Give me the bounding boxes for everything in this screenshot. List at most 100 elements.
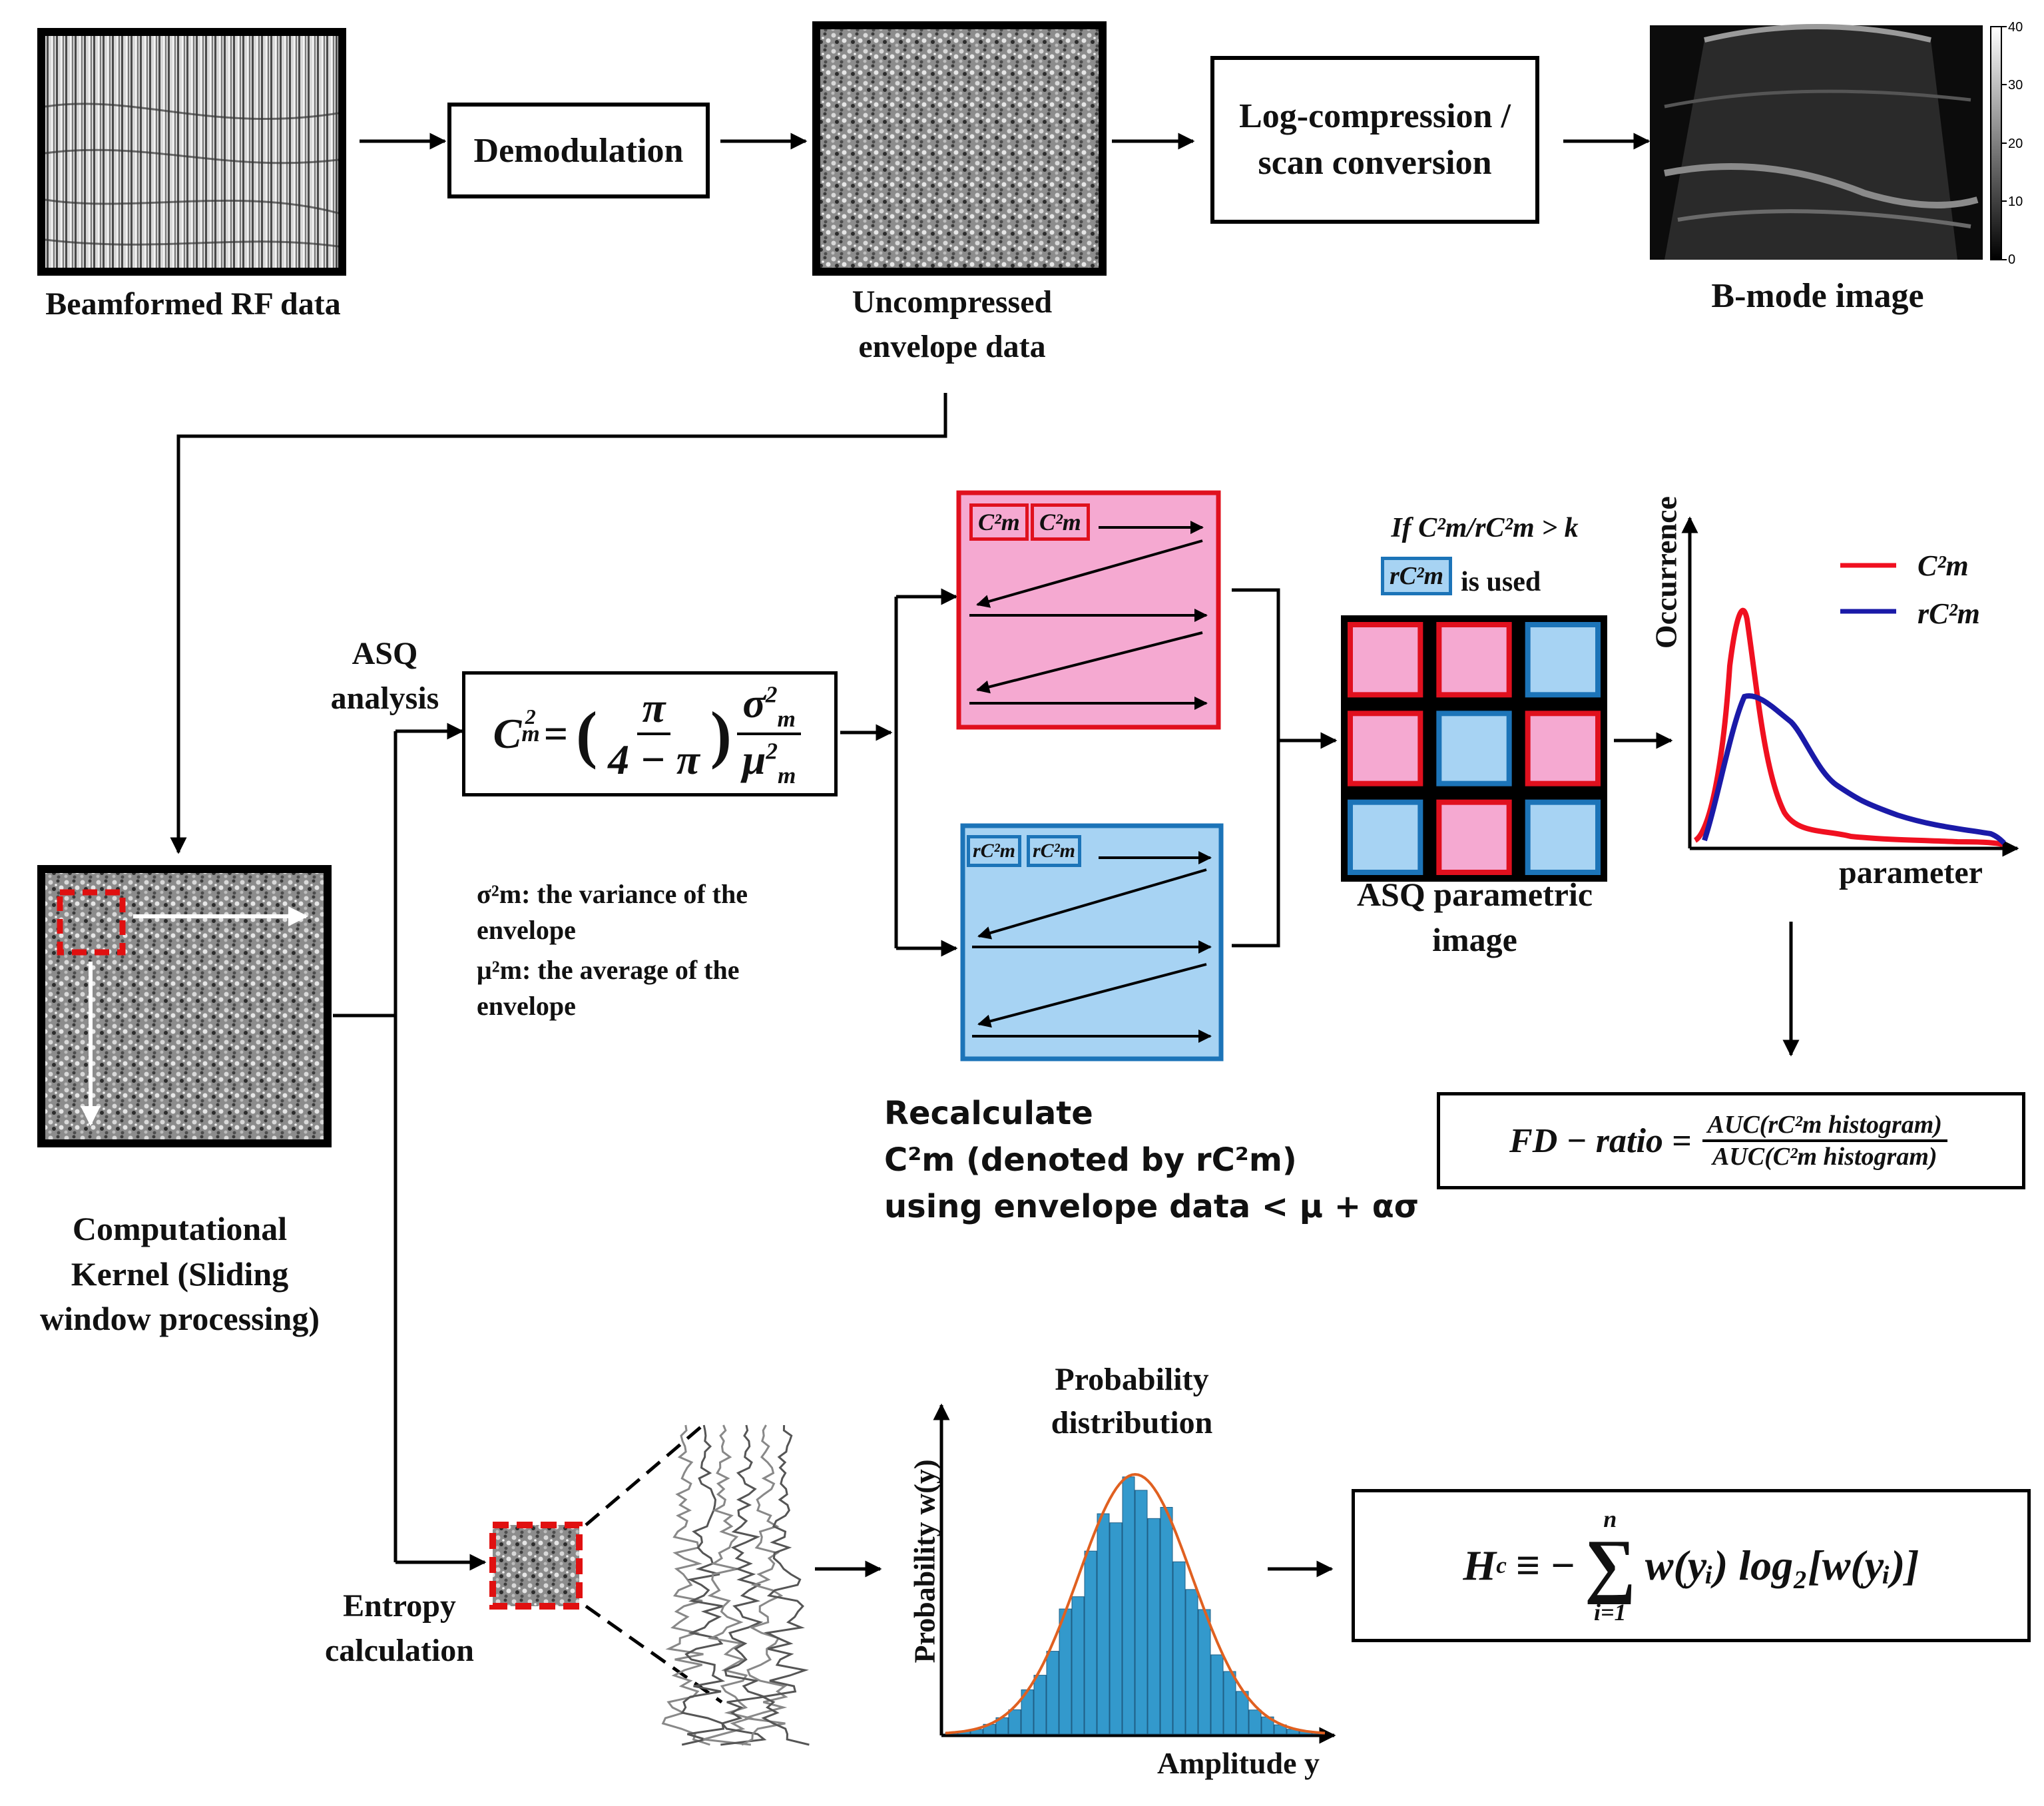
entropy-branch-label: Entropy calculation (325, 1588, 474, 1669)
kernel-label: Computational Kernel (Sliding window pro… (40, 1210, 320, 1337)
parametric-cell-red (1436, 622, 1512, 698)
probability-bar (1071, 1596, 1085, 1735)
probability-bar (1046, 1651, 1059, 1735)
signal-line (759, 1424, 810, 1746)
probability-chart (933, 1403, 1336, 1744)
probability-bar (1008, 1709, 1021, 1735)
signal-line (661, 1424, 710, 1746)
recalc-line-3: using envelope data < μ + ασ (884, 1188, 1419, 1225)
probability-bar (1033, 1675, 1047, 1735)
parametric-cell-red (1436, 799, 1512, 875)
entropy-rhs: w(yᵢ) log₂[w(yᵢ)] (1645, 1542, 1919, 1589)
demodulation-box: Demodulation (447, 103, 710, 198)
sum-upper-limit: n (1603, 1506, 1617, 1533)
rc-histogram-curve (1702, 693, 2006, 845)
c2m-formula-lhs: C (493, 710, 522, 757)
rule-rc2m-chip: rC²m (1381, 557, 1453, 595)
probability-bar (1147, 1518, 1160, 1735)
colorbar-ticks: 40 30 20 10 0 (2001, 20, 2023, 267)
histogram-chart (1681, 516, 2019, 857)
c2m-chip-1: C²m (969, 503, 1029, 541)
rc2m-chip-1: rC²m (967, 835, 1022, 867)
gaussian-fit-curve (945, 1472, 1326, 1735)
asq-parametric-grid (1341, 615, 1607, 882)
probability-bar (1223, 1671, 1236, 1735)
probability-bar (1059, 1608, 1072, 1735)
log-compression-label: Log-compression / scan conversion (1239, 97, 1511, 182)
param-image-label: ASQ parametric image (1356, 876, 1593, 958)
kernel-image (37, 865, 332, 1147)
colorbar-tick: 40 (2008, 20, 2023, 35)
c2m-chip-2: C²m (1031, 503, 1090, 541)
probability-bar (1198, 1609, 1211, 1735)
probability-bar (1160, 1507, 1173, 1735)
c-histogram-curve (1693, 608, 2003, 847)
entropy-hc: H (1463, 1542, 1497, 1589)
colorbar-tick: 20 (2008, 137, 2023, 151)
envelope-signal-trace (661, 1424, 810, 1746)
envelope-image (812, 21, 1107, 276)
parametric-cell-red (1525, 711, 1601, 786)
fd-ratio-lhs: FD − ratio = (1509, 1121, 1692, 1160)
mu-definition: μ²m: the average of the envelope (477, 955, 740, 1021)
rf-data-label: Beamformed RF data (45, 286, 341, 322)
probability-bar (1109, 1522, 1123, 1735)
colorbar-tick: 30 (2008, 78, 2023, 93)
probability-histogram-bars (945, 1476, 1325, 1735)
probability-bar (1084, 1550, 1097, 1735)
rule-line-2: is used (1461, 567, 1541, 597)
recalc-line-1: Recalculate (884, 1095, 1093, 1132)
fd-ratio-box: FD − ratio = AUC(rC²m histogram)AUC(C²m … (1437, 1092, 2025, 1189)
probability-bar (1248, 1709, 1262, 1735)
sum-lower-limit: i=1 (1593, 1598, 1627, 1626)
probability-bar (1097, 1513, 1110, 1735)
probability-xlabel: Amplitude y (1156, 1746, 1320, 1780)
merge-line (1232, 588, 1280, 948)
asq-branch-label: ASQ analysis (330, 636, 439, 717)
demodulation-label: Demodulation (473, 131, 684, 170)
legend-rc2m: rC²m (1917, 597, 1980, 630)
colorbar-tick: 10 (2008, 194, 2023, 209)
legend-c2m: C²m (1917, 549, 1969, 582)
probability-bar (1172, 1561, 1186, 1735)
rf-data-image (37, 28, 346, 276)
fd-ratio-numerator: AUC(rC²m histogram) (1702, 1110, 1947, 1142)
arrow-envelope-to-kernel (170, 393, 947, 854)
parametric-cell-blue (1525, 622, 1601, 698)
probability-title: Probability distribution (1051, 1362, 1213, 1440)
probability-ylabel: Probability w(y) (908, 1459, 941, 1663)
parametric-cell-red (1348, 711, 1423, 786)
parametric-cell-red (1348, 622, 1423, 698)
probability-bar (1185, 1589, 1198, 1735)
fd-ratio-denominator: AUC(C²m histogram) (1712, 1143, 1937, 1171)
probability-bar (1135, 1490, 1148, 1735)
signal-line (703, 1424, 754, 1746)
rc2m-chip-2: rC²m (1027, 835, 1082, 867)
formula-pi: π (637, 683, 671, 735)
envelope-label: Uncompressed envelope data (852, 284, 1053, 365)
entropy-kernel-patch (489, 1522, 583, 1610)
probability-bar (1210, 1654, 1224, 1735)
sigma-definition: σ²m: the variance of the envelope (477, 879, 748, 945)
log-compression-box: Log-compression / scan conversion (1210, 56, 1539, 224)
signal-line (741, 1424, 788, 1746)
zoom-line-top (585, 1424, 704, 1526)
rule-line-1: If C²m/rC²m > k (1391, 513, 1579, 543)
bmode-image (1650, 24, 2002, 260)
formula-4-minus-pi: 4 − π (608, 736, 700, 783)
formula-mu: μ (742, 736, 766, 783)
signal-line (720, 1424, 767, 1746)
signal-line (680, 1424, 726, 1746)
colorbar-tick: 0 (2008, 252, 2015, 267)
recalc-line-2: C²m (denoted by rC²m) (884, 1141, 1297, 1179)
parametric-cell-blue (1348, 799, 1423, 875)
probability-bar (1122, 1476, 1135, 1735)
histogram-xlabel: parameter (1839, 855, 1983, 890)
histogram-ylabel: Occurrence (1649, 496, 1683, 649)
bmode-label: B-mode image (1711, 277, 1924, 315)
formula-sigma: σ (742, 679, 766, 727)
parametric-cell-blue (1436, 711, 1512, 786)
